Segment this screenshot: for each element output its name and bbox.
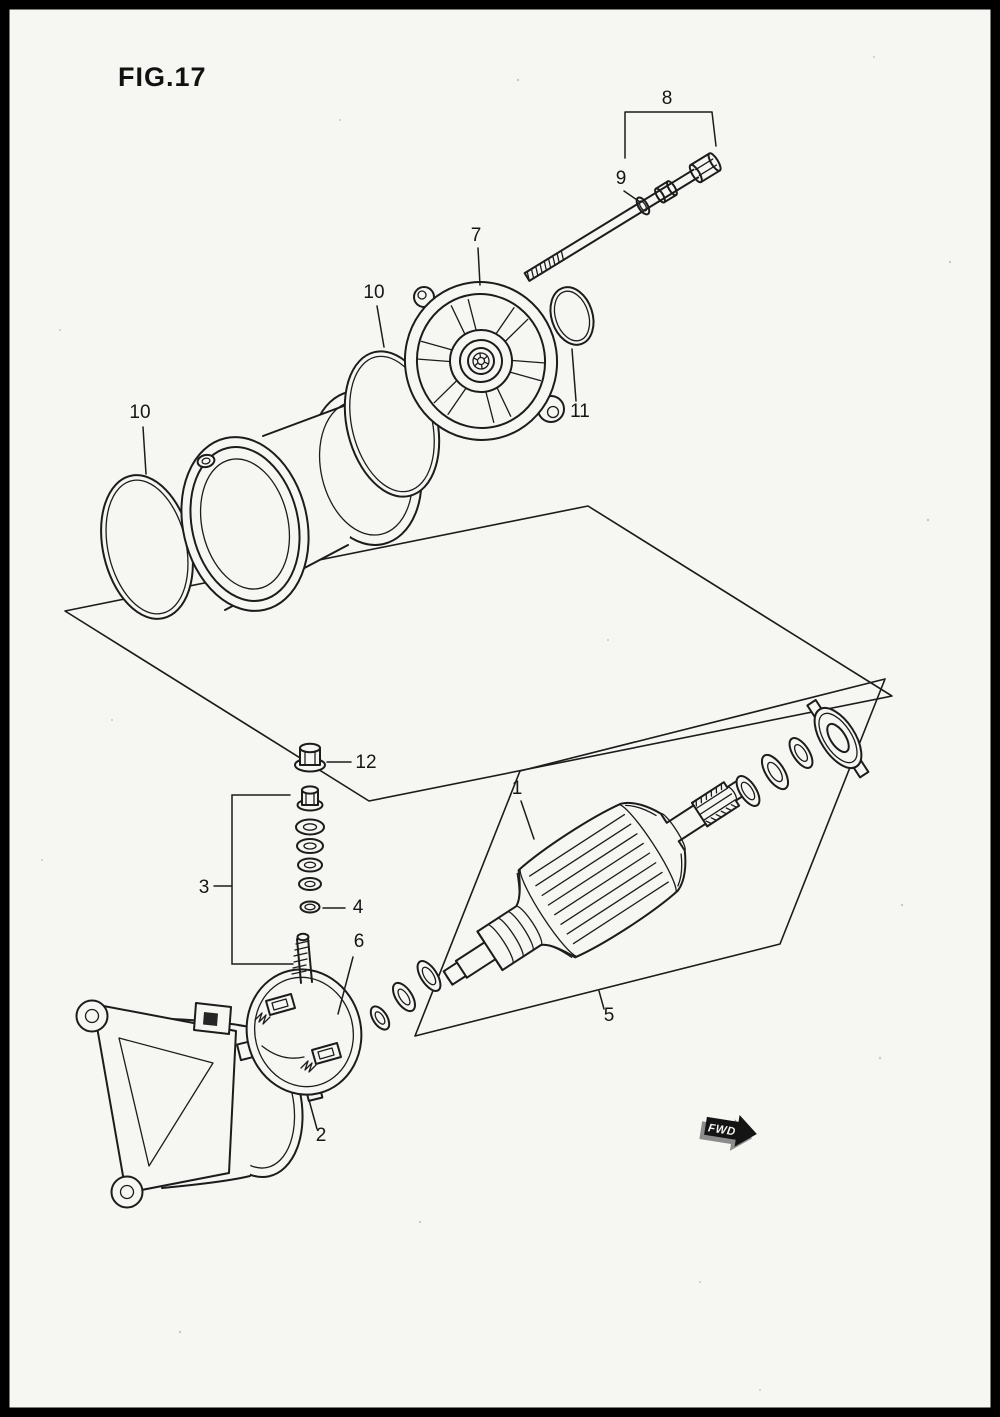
thrust-washers-right <box>735 737 814 807</box>
brush-box-1 <box>265 993 296 1016</box>
terminal-nut <box>296 785 324 812</box>
bolt-collar <box>654 180 678 204</box>
through-bolt <box>523 152 722 282</box>
armature-splines <box>695 783 738 825</box>
terminal-stud <box>291 932 313 984</box>
bolt-head <box>688 152 722 184</box>
armature-core-lines <box>529 813 669 945</box>
part-label-2: 2 <box>316 1125 327 1146</box>
end-cover <box>403 281 565 441</box>
part-label-5: 5 <box>604 1005 615 1026</box>
thrust-washers-left <box>369 960 442 1031</box>
upper-group-panel <box>64 505 893 802</box>
part-label-12: 12 <box>355 752 376 773</box>
mounting-ear-bottom <box>110 1175 144 1209</box>
brush-spring-2 <box>300 1060 317 1073</box>
front-bracket-housing <box>75 999 304 1209</box>
o-ring-11 <box>549 286 595 346</box>
terminal-washer-2 <box>296 838 324 854</box>
flange-nut-12 <box>294 742 326 773</box>
part-label-10-mid: 10 <box>363 282 384 303</box>
brush-spring-1 <box>254 1012 271 1025</box>
housing-top-boss <box>193 1002 232 1035</box>
brush-box-2 <box>311 1042 342 1065</box>
fwd-marker: FWD <box>699 1115 757 1151</box>
part-label-4: 4 <box>353 897 364 918</box>
armature <box>442 776 752 986</box>
part-label-11: 11 <box>570 401 590 422</box>
yoke-terminal-tab <box>196 453 216 469</box>
part-label-6: 6 <box>354 931 365 952</box>
bolt-o-ring <box>635 196 651 216</box>
lower-group-panel <box>414 678 886 1037</box>
cover-ribs <box>417 299 545 423</box>
figure-title: FIG.17 <box>118 62 207 92</box>
terminal-washer-4 <box>298 877 322 891</box>
mounting-ear-top <box>75 999 109 1033</box>
terminal-washer-1 <box>295 818 325 836</box>
terminal-washer-3 <box>297 857 323 873</box>
terminal-washer-set <box>295 785 325 891</box>
part-label-10-left: 10 <box>129 402 150 423</box>
fwd-arrow-icon <box>704 1115 757 1147</box>
part-label-9: 9 <box>616 168 627 189</box>
brush-holder-plate <box>236 932 363 1102</box>
part-label-7: 7 <box>471 225 482 246</box>
bolt-threads <box>526 250 565 282</box>
part-label-3: 3 <box>199 877 210 898</box>
fwd-label: FWD <box>707 1122 736 1138</box>
paper-speckles <box>41 56 952 1391</box>
callouts: 7 8 9 10 10 11 1 12 3 4 6 2 5 <box>129 88 717 1146</box>
part-label-1: 1 <box>512 778 523 799</box>
small-ring-4 <box>299 900 321 914</box>
end-retainer-plate <box>806 699 870 779</box>
part-label-8: 8 <box>662 88 673 109</box>
brush-lead-wire <box>261 1045 305 1059</box>
